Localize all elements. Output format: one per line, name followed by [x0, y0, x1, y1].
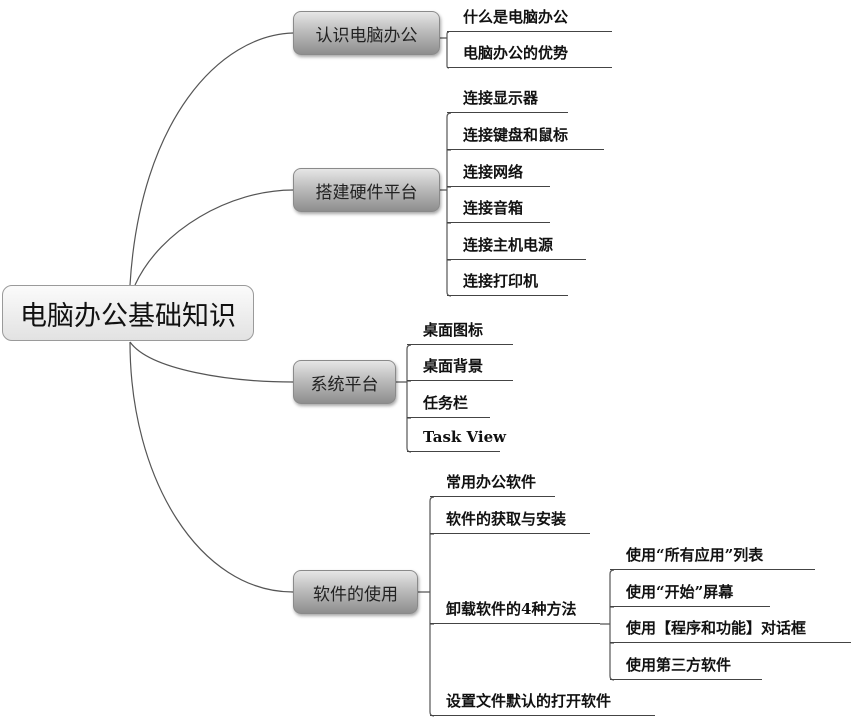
branch-node-4[interactable]: 软件的使用 [293, 570, 418, 614]
leaf-node[interactable]: 桌面图标 [407, 317, 513, 345]
bracket-branch-4 [418, 496, 435, 717]
leaf-node[interactable]: 任务栏 [407, 390, 490, 418]
sub-leaf-node[interactable]: 使用“所有应用”列表 [610, 542, 815, 570]
leaf-node[interactable]: 卸载软件的4种方法 [430, 596, 600, 624]
bracket-sub [600, 569, 615, 681]
leaf-node[interactable]: 软件的获取与安装 [430, 506, 590, 534]
bracket-branch-3 [396, 344, 412, 453]
leaf-node[interactable]: 连接网络 [447, 159, 550, 187]
leaf-node[interactable]: 连接键盘和鼠标 [447, 122, 604, 150]
connector-root-branch-4 [129, 341, 294, 593]
branch-node-1[interactable]: 认识电脑办公 [293, 11, 440, 55]
connector-root-branch-2 [134, 189, 294, 286]
leaf-node[interactable]: 桌面背景 [407, 353, 513, 381]
connector-root-branch-3 [129, 341, 294, 383]
bracket-branch-2 [440, 112, 452, 297]
leaf-node[interactable]: 什么是电脑办公 [447, 4, 612, 32]
leaf-node[interactable]: Task View [407, 424, 506, 452]
connector-root-branch-1 [129, 32, 294, 286]
leaf-node[interactable]: 电脑办公的优势 [447, 40, 612, 68]
sub-leaf-node[interactable]: 使用第三方软件 [610, 652, 762, 680]
leaf-node[interactable]: 连接音箱 [447, 195, 550, 223]
branch-node-3[interactable]: 系统平台 [293, 360, 396, 404]
leaf-node[interactable]: 连接打印机 [447, 268, 568, 296]
leaf-node[interactable]: 连接主机电源 [447, 232, 586, 260]
leaf-node[interactable]: 常用办公软件 [430, 469, 555, 497]
leaf-node[interactable]: 设置文件默认的打开软件 [430, 688, 655, 716]
sub-leaf-node[interactable]: 使用“开始”屏幕 [610, 579, 770, 607]
sub-leaf-node[interactable]: 使用【程序和功能】对话框 [610, 615, 851, 643]
root-node[interactable]: 电脑办公基础知识 [2, 285, 254, 341]
branch-node-2[interactable]: 搭建硬件平台 [293, 168, 440, 212]
leaf-node[interactable]: 连接显示器 [447, 85, 568, 113]
